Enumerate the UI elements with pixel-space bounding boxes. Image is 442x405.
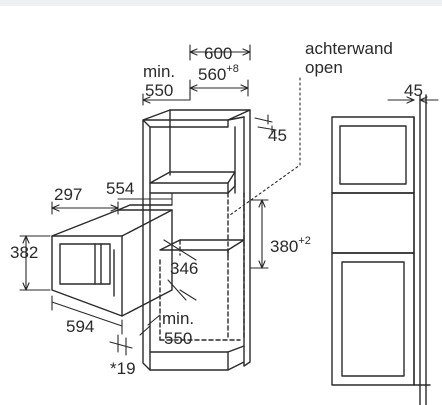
appliance-width-top-value: 554 (106, 179, 135, 198)
width-inner-value: 560 (198, 65, 227, 84)
side-elevation (331, 94, 431, 405)
lower-min-value: 550 (164, 329, 193, 348)
opening-height-value: 380 (270, 237, 299, 256)
back-wall-label: achterwand (305, 39, 393, 58)
appliance-depth-total-value: 297 (54, 185, 83, 204)
width-inner-tolerance: +8 (226, 63, 239, 75)
side-depth-value: 45 (404, 81, 423, 100)
opening-height-tolerance: +2 (298, 235, 311, 247)
lower-min-label: min. (162, 309, 195, 328)
appliance-width-value: 594 (66, 317, 95, 336)
appliance-depth-value: 346 (170, 259, 199, 278)
min-label: min. (143, 62, 176, 81)
appliance (51, 204, 173, 317)
width-outer-value: 600 (204, 44, 233, 63)
appliance-height-value: 382 (10, 243, 39, 262)
footnote-value: *19 (110, 359, 136, 378)
top-depth-value: 45 (268, 126, 287, 145)
width-inner-dimension: 560+8 (198, 63, 239, 84)
back-wall-open-label: open (305, 58, 343, 77)
width-min-value: 550 (145, 81, 174, 100)
dimension-lines (19, 44, 439, 356)
cabinet (142, 109, 251, 371)
opening-height-dimension: 380+2 (270, 235, 311, 256)
top-strip (0, 0, 442, 6)
